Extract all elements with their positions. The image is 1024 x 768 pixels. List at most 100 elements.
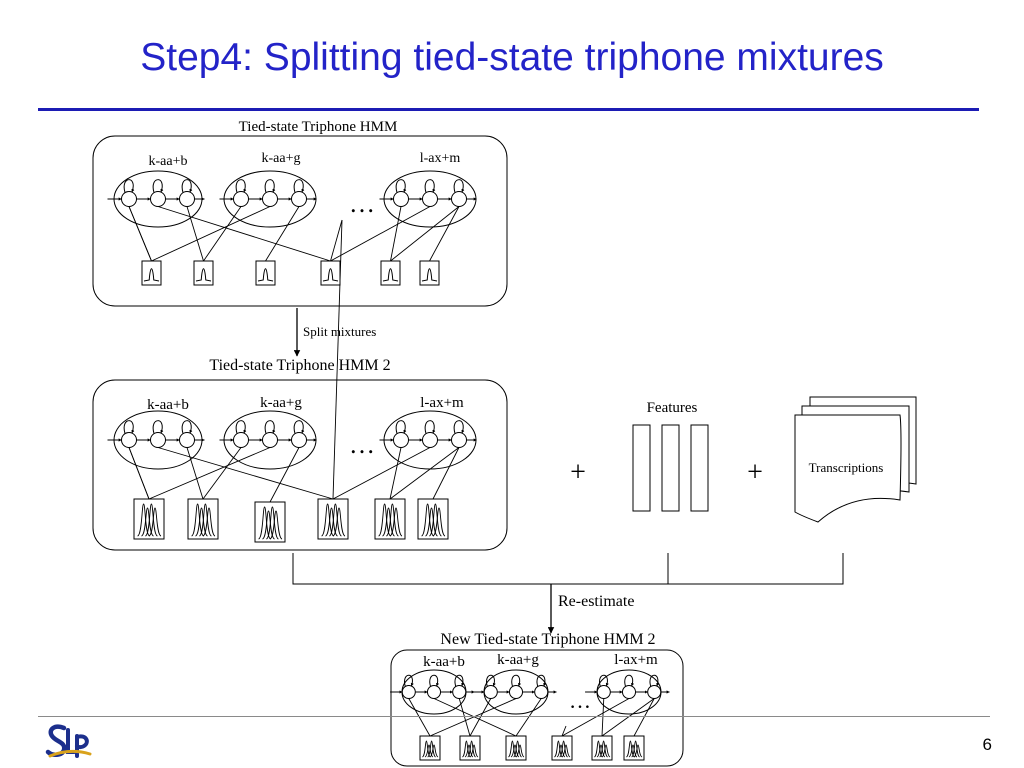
hmm-model-label: l-ax+m: [614, 652, 658, 668]
mixture-component-curve: [329, 503, 342, 537]
tying-line: [128, 206, 152, 262]
slp-logo-icon: [45, 724, 92, 758]
plus-sign-2: +: [747, 457, 763, 488]
self-loop-arrow: [511, 674, 522, 687]
self-loop-arrow: [453, 179, 465, 193]
tying-line: [186, 447, 204, 500]
split-label: Split mixtures: [303, 324, 376, 339]
title-rule: [38, 108, 979, 111]
reestimate-label: Re-estimate: [558, 593, 634, 610]
mixture-component-curve: [631, 740, 640, 758]
tying-line: [429, 206, 460, 262]
ellipsis: …: [349, 430, 375, 459]
hmm-state: [596, 684, 611, 700]
mixture-component-curve: [321, 503, 334, 537]
tying-line: [203, 206, 242, 262]
hmm-state: [291, 432, 307, 448]
tying-line: [330, 206, 431, 262]
mixture-component-curve: [432, 507, 446, 537]
mixture-component-curve: [421, 503, 434, 537]
self-loop-arrow: [453, 420, 465, 434]
plus-sign-1: +: [570, 457, 586, 488]
mixture-component-curve: [266, 506, 279, 540]
tying-line: [433, 698, 517, 737]
mixture-component-curve: [628, 744, 638, 758]
pdf-box: [141, 260, 162, 286]
mixture-component-curve: [429, 744, 439, 758]
tying-line: [151, 206, 271, 262]
self-loop-arrow: [424, 179, 436, 193]
gaussian-curve: [382, 268, 399, 282]
mixture-component-curve: [561, 744, 571, 758]
hmm-state: [179, 191, 195, 207]
gaussian-curve: [143, 268, 160, 282]
self-loop-arrow: [624, 674, 635, 687]
self-loop-arrow: [264, 420, 276, 434]
hmm-state: [150, 191, 166, 207]
mixture-component-curve: [258, 506, 271, 540]
mixture-component-curve: [202, 507, 216, 537]
self-loop-arrow: [123, 420, 135, 434]
tying-line: [429, 698, 517, 737]
mixture-component-curve: [510, 744, 520, 758]
tying-line: [458, 698, 471, 737]
mixture-component-curve: [424, 744, 434, 758]
mixture-component-curve: [422, 740, 431, 758]
mixture-component-curve: [269, 510, 283, 540]
hmm-state: [262, 432, 278, 448]
self-loop-arrow: [395, 420, 407, 434]
tying-line: [432, 447, 460, 500]
slide-title: Step4: Splitting tied-state triphone mix…: [140, 36, 884, 79]
ellipsis: …: [349, 189, 375, 218]
mixture-component-curve: [386, 503, 399, 537]
hmm3-caption: New Tied-state Triphone HMM 2: [440, 631, 655, 648]
mixture-component-curve: [626, 740, 635, 758]
self-loop-arrow: [152, 179, 164, 193]
hmm-model-label: k-aa+g: [260, 395, 302, 411]
feature-vector: [632, 424, 651, 512]
mixture-component-curve: [389, 507, 403, 537]
tying-line: [515, 698, 542, 737]
merge-bracket: [292, 553, 844, 585]
self-loop-arrow: [424, 420, 436, 434]
hmm-state: [508, 684, 524, 700]
gaussian-curve: [257, 268, 274, 282]
hmm-state: [233, 191, 249, 207]
self-loop-arrow: [404, 674, 414, 687]
hmm-state: [291, 191, 307, 207]
self-loop-arrow: [486, 674, 496, 687]
self-loop-arrow: [235, 420, 247, 434]
mixture-component-curve: [633, 744, 643, 758]
self-loop-arrow: [599, 674, 609, 687]
mixture-component-curve: [559, 740, 568, 758]
tying-line: [389, 447, 460, 500]
hmm-state: [451, 191, 467, 207]
mixture-component-curve: [191, 503, 204, 537]
hmm-state: [233, 432, 249, 448]
hmm-state: [262, 191, 278, 207]
mixture-component-curve: [462, 740, 471, 758]
mixture-component-curve: [145, 503, 158, 537]
mixture-component-curve: [332, 507, 346, 537]
hmm-state: [150, 432, 166, 448]
hmm-model-label: k-aa+g: [497, 652, 539, 668]
tying-line: [408, 698, 431, 737]
pdf-box: [255, 260, 276, 286]
hmm2-caption: Tied-state Triphone HMM 2: [209, 357, 390, 374]
self-loop-arrow: [454, 674, 465, 687]
hmm-state: [426, 684, 442, 700]
self-loop-arrow: [649, 674, 660, 687]
tying-line: [157, 206, 331, 262]
self-loop-arrow: [293, 420, 305, 434]
hmm-state: [422, 432, 438, 448]
tying-line: [332, 219, 343, 500]
tying-line: [633, 698, 655, 737]
hmm-state: [647, 684, 662, 700]
tying-line: [390, 206, 460, 262]
hmm-state: [483, 684, 498, 700]
self-loop-arrow: [264, 179, 276, 193]
self-loop-arrow: [429, 674, 440, 687]
pdf-box: [320, 260, 341, 286]
